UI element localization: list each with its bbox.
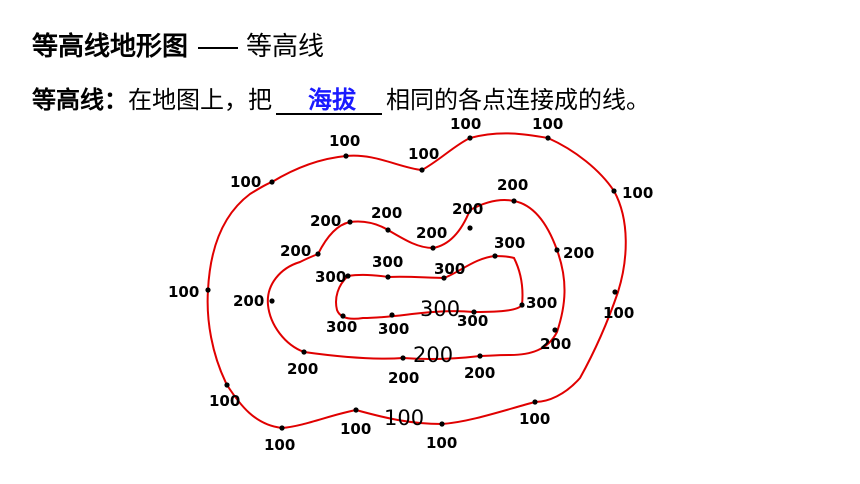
point-label-300: 300 <box>494 234 525 252</box>
point-label-300: 300 <box>526 294 557 312</box>
point-label-300: 300 <box>378 320 409 338</box>
point-label-200: 200 <box>310 212 341 230</box>
point-label-200: 200 <box>233 292 264 310</box>
answer-blank: 海拔 <box>276 87 382 115</box>
point-markers-100 <box>205 135 618 431</box>
point-label-200: 200 <box>287 360 318 378</box>
point-label-200: 200 <box>452 200 483 218</box>
point-label-100: 100 <box>426 434 457 452</box>
point-label-100: 100 <box>532 115 563 133</box>
page-title: 等高线地形图 等高线 <box>32 26 324 63</box>
point-label-100: 100 <box>603 304 634 322</box>
point-label-100: 100 <box>622 184 653 202</box>
point-label-100: 100 <box>264 436 295 454</box>
point-label-300: 300 <box>315 268 346 286</box>
point-label-100: 100 <box>450 115 481 133</box>
title-main: 等高线地形图 <box>32 32 189 62</box>
point-label-200: 200 <box>371 204 402 222</box>
point-label-100: 100 <box>209 392 240 410</box>
definition-before: 在地图上，把 <box>128 86 272 114</box>
point-label-200: 200 <box>416 224 447 242</box>
point-label-300: 300 <box>326 318 357 336</box>
point-label-100: 100 <box>340 420 371 438</box>
point-label-200: 200 <box>464 364 495 382</box>
point-label-300: 300 <box>457 312 488 330</box>
point-markers-200 <box>269 198 560 361</box>
point-label-300: 300 <box>434 260 465 278</box>
definition-line: 等高线：在地图上，把 海拔 相同的各点连接成的线。 <box>32 80 650 115</box>
point-label-200: 200 <box>497 176 528 194</box>
point-label-300: 300 <box>372 253 403 271</box>
point-label-200: 200 <box>540 335 571 353</box>
point-markers-300 <box>340 253 525 319</box>
point-label-200: 200 <box>388 369 419 387</box>
point-label-100: 100 <box>519 410 550 428</box>
point-label-100: 100 <box>230 173 261 191</box>
contour-value-100: 100 <box>384 406 424 430</box>
point-label-100: 100 <box>329 132 360 150</box>
answer-text: 海拔 <box>308 86 356 114</box>
definition-term: 等高线： <box>32 86 128 114</box>
point-label-200: 200 <box>563 244 594 262</box>
contour-line-200 <box>266 199 566 361</box>
point-label-100: 100 <box>168 283 199 301</box>
point-label-100: 100 <box>408 145 439 163</box>
title-dash <box>198 46 239 49</box>
contour-value-300: 300 <box>420 297 460 321</box>
definition-after: 相同的各点连接成的线。 <box>386 86 650 114</box>
contour-line-100 <box>206 132 627 430</box>
contour-value-200: 200 <box>413 343 453 367</box>
point-label-200: 200 <box>280 242 311 260</box>
title-sub: 等高线 <box>246 32 325 62</box>
